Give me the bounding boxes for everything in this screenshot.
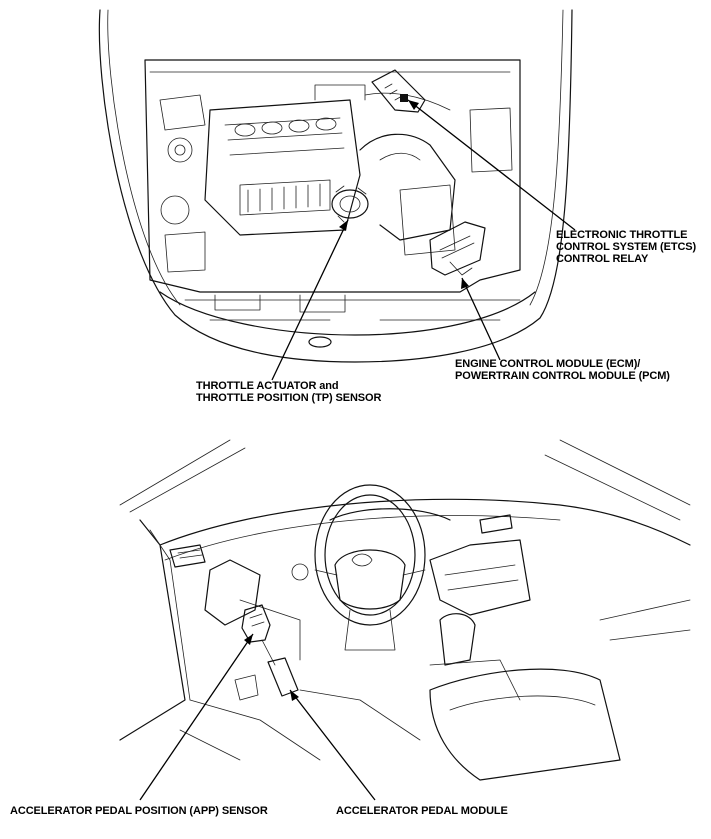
ecm-pcm-label-line-1: ENGINE CONTROL MODULE (ECM)/	[455, 358, 641, 370]
throttle-body-component	[331, 185, 369, 223]
cabin-leader-lines	[139, 633, 376, 801]
ecm-pcm-component	[429, 221, 486, 276]
app-sensor-component	[241, 604, 271, 643]
app-sensor-label: ACCELERATOR PEDAL POSITION (APP) SENSOR	[10, 805, 268, 817]
etcs-relay-label-line-1: ELECTRONIC THROTTLE	[556, 229, 688, 241]
throttle-label-line-1: THROTTLE ACTUATOR and	[196, 380, 339, 392]
etcs-relay-label-line-2: CONTROL SYSTEM (ETCS)	[556, 241, 697, 253]
engine-bay-illustration	[98, 9, 573, 363]
throttle-label-line-2: THROTTLE POSITION (TP) SENSOR	[196, 392, 382, 404]
pedal-module-label: ACCELERATOR PEDAL MODULE	[336, 805, 508, 817]
throttle-callout: THROTTLE ACTUATOR and THROTTLE POSITION …	[196, 380, 381, 404]
ecm-pcm-callout: ENGINE CONTROL MODULE (ECM)/ POWERTRAIN …	[455, 358, 670, 382]
etcs-relay-component	[371, 69, 426, 113]
accelerator-pedal-component	[261, 639, 299, 697]
cabin-illustration	[119, 439, 691, 781]
etcs-relay-callout: ELECTRONIC THROTTLE CONTROL SYSTEM (ETCS…	[556, 229, 696, 265]
etcs-relay-label-line-3: CONTROL RELAY	[556, 253, 649, 265]
engine-bay-leader-lines	[271, 99, 576, 381]
ecm-pcm-label-line-2: POWERTRAIN CONTROL MODULE (PCM)	[455, 370, 670, 382]
